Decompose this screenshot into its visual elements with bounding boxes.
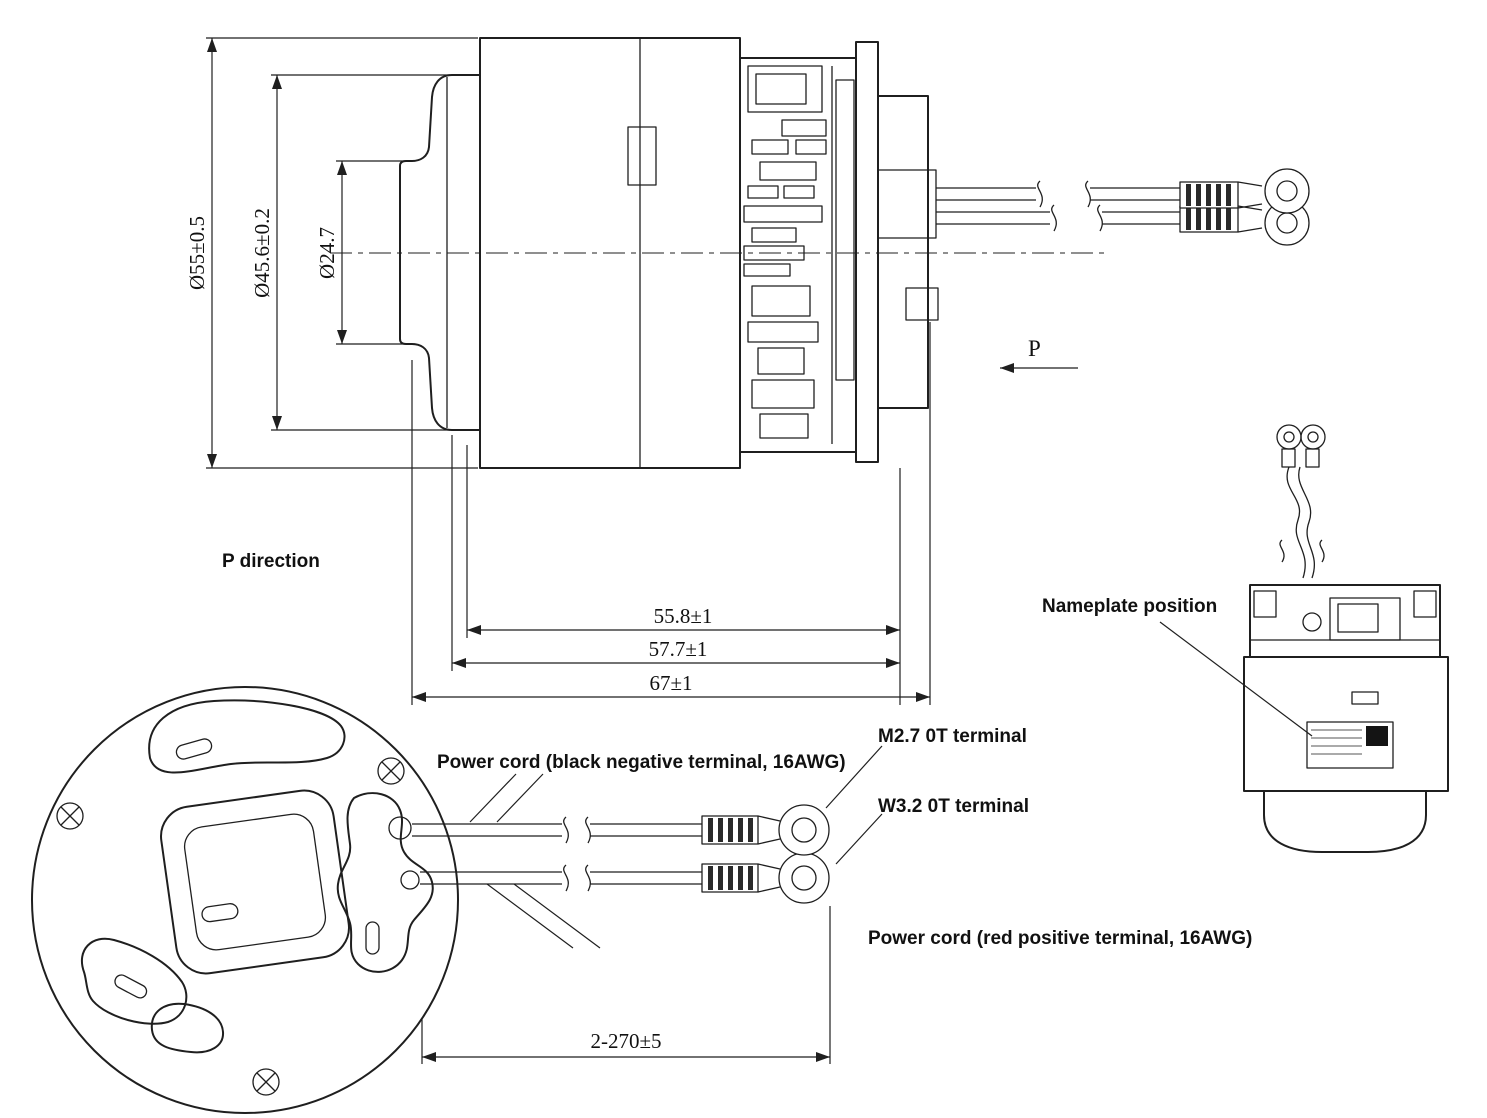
leader-w32 [835, 813, 883, 865]
dim-length-inner-text: 55.8±1 [654, 604, 713, 628]
dim-mid-diameter-text: Ø45.6±0.2 [250, 208, 274, 298]
screw-top-left [56, 802, 84, 830]
bottom-view-annotations: Power cord (black negative terminal, 16A… [421, 726, 1252, 1064]
dim-cord-length: 2-270±5 [421, 906, 831, 1064]
terminal-m27-label: M2.7 0T terminal [878, 726, 1027, 747]
leader-nameplate [1159, 621, 1313, 737]
mounting-screws [56, 757, 405, 1096]
dim-cord-length-text: 2-270±5 [590, 1029, 661, 1053]
wire-hole-upper [388, 816, 412, 840]
wire-hole-lower [400, 870, 420, 890]
p-arrow-label: P [1028, 336, 1041, 361]
side-view-dimensions: Ø55±0.5 Ø45.6±0.2 Ø24.7 55.8±1 57.7±1 [185, 37, 931, 705]
lead-wires-bottom [412, 816, 702, 892]
center-boss [160, 789, 350, 975]
motor-bell-housing [399, 74, 481, 431]
p-direction-arrow: P [1000, 336, 1078, 373]
dim-length-mid: 57.7±1 [451, 435, 900, 671]
motor-end-plate [855, 41, 939, 463]
dim-outer-diameter-text: Ø55±0.5 [185, 216, 209, 290]
nameplate-view-wires [1279, 466, 1325, 579]
leader-black-cord-2 [496, 773, 544, 823]
dim-length-inner: 55.8±1 [466, 445, 901, 705]
nameplate-sticker [1306, 721, 1394, 769]
nameplate-position-label: Nameplate position [1042, 596, 1217, 617]
dim-length-mid-text: 57.7±1 [649, 637, 708, 661]
screw-bottom [252, 1068, 280, 1096]
p-direction-label: P direction [222, 551, 320, 572]
nameplate-view: Nameplate position [1042, 424, 1449, 853]
leader-red-cord [486, 883, 574, 949]
dim-length-overall-text: 67±1 [649, 671, 692, 695]
power-cord-red-label: Power cord (red positive terminal, 16AWG… [868, 928, 1252, 949]
motor-face-outline [31, 686, 459, 1114]
dim-length-overall: 67±1 [411, 322, 931, 705]
leader-red-cord-2 [513, 883, 601, 949]
power-cord-black-label: Power cord (black negative terminal, 16A… [437, 752, 846, 773]
ring-terminals-side [1179, 168, 1310, 246]
nameplate-view-terminals [1276, 424, 1326, 468]
dim-hub-diameter-text: Ø24.7 [315, 227, 339, 279]
side-view: P [330, 37, 1310, 469]
motor-endbell-mechanism [739, 57, 857, 453]
vent-cutouts [81, 699, 346, 1054]
leader-black-cord [469, 773, 517, 823]
terminal-w32-label: W3.2 0T terminal [878, 796, 1029, 817]
nameplate-view-body [1243, 584, 1449, 853]
lead-wires-side [936, 180, 1180, 232]
screw-top-right [377, 757, 405, 785]
ring-terminals-bottom [701, 804, 830, 904]
terminal-bracket [336, 792, 434, 973]
bottom-view [31, 686, 459, 1114]
dim-outer-diameter: Ø55±0.5 [185, 37, 478, 469]
leader-m27 [825, 745, 883, 809]
dim-mid-diameter: Ø45.6±0.2 [250, 74, 450, 431]
dim-hub-diameter: Ø24.7 [315, 160, 415, 345]
